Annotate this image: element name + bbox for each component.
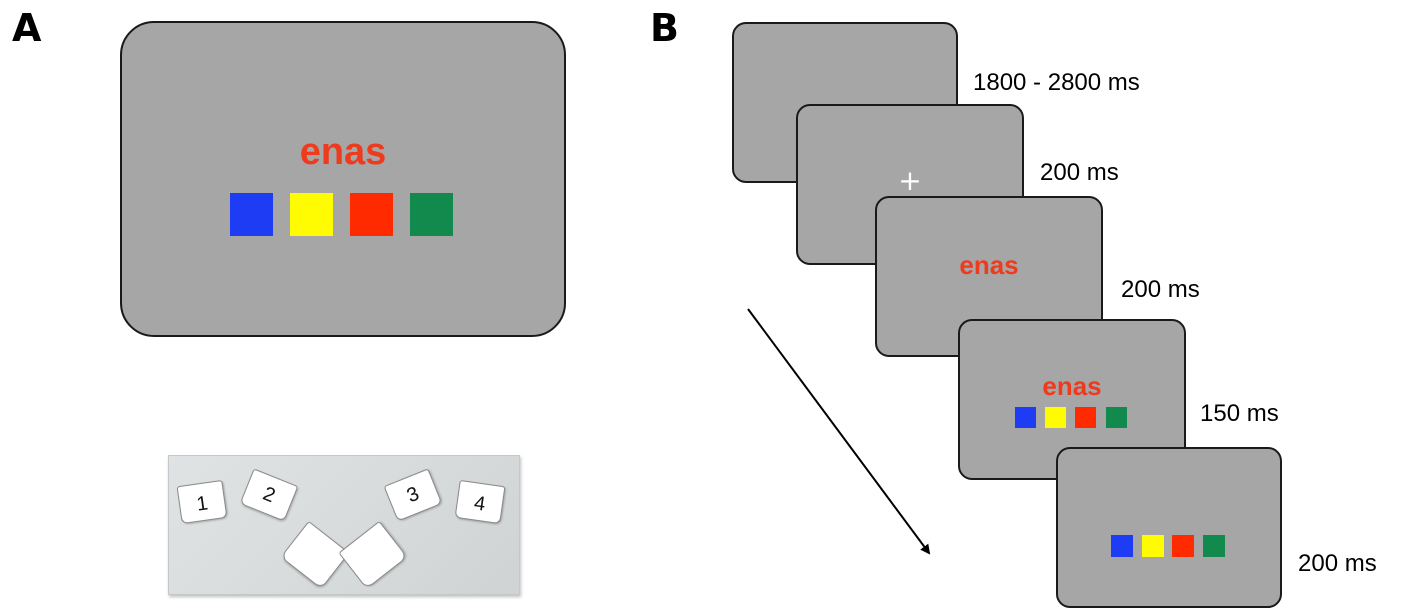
duration-blank: 1800 - 2800 ms <box>973 69 1140 96</box>
response-key-4-label: 4 <box>472 492 487 516</box>
response-key-3-label: 3 <box>403 482 423 508</box>
response-key-1-label: 1 <box>195 492 210 516</box>
color-square-red <box>1172 535 1194 557</box>
color-square-green <box>1203 535 1225 557</box>
thumb-key-right[interactable] <box>338 520 408 590</box>
color-square-blue <box>230 193 273 236</box>
trial-frame-squares <box>1056 447 1282 608</box>
trial-word-with-squares: enas <box>1042 371 1102 401</box>
response-key-2[interactable]: 2 <box>239 468 299 522</box>
color-square-yellow <box>290 193 333 236</box>
panel-b-label: B <box>650 6 679 50</box>
response-keyboard: 1 2 3 4 <box>168 455 520 595</box>
response-key-4[interactable]: 4 <box>454 479 506 525</box>
color-square-red <box>1075 407 1096 428</box>
color-square-red <box>350 193 393 236</box>
stimulus-screen-large: enas <box>120 21 566 337</box>
duration-word: 200 ms <box>1121 276 1200 303</box>
trial-word: enas <box>959 250 1019 280</box>
color-square-green <box>1106 407 1127 428</box>
response-key-1[interactable]: 1 <box>176 479 228 525</box>
duration-squares: 200 ms <box>1298 550 1377 577</box>
panel-a-label: A <box>12 6 42 50</box>
color-square-green <box>410 193 453 236</box>
color-square-blue <box>1111 535 1133 557</box>
response-key-3[interactable]: 3 <box>383 468 443 522</box>
color-square-yellow <box>1045 407 1066 428</box>
duration-word-squares: 150 ms <box>1200 400 1279 427</box>
duration-fixation: 200 ms <box>1040 159 1119 186</box>
color-square-yellow <box>1142 535 1164 557</box>
response-key-2-label: 2 <box>259 482 279 508</box>
fixation-cross: + <box>898 164 922 197</box>
color-square-blue <box>1015 407 1036 428</box>
stimulus-word: enas <box>299 131 387 173</box>
